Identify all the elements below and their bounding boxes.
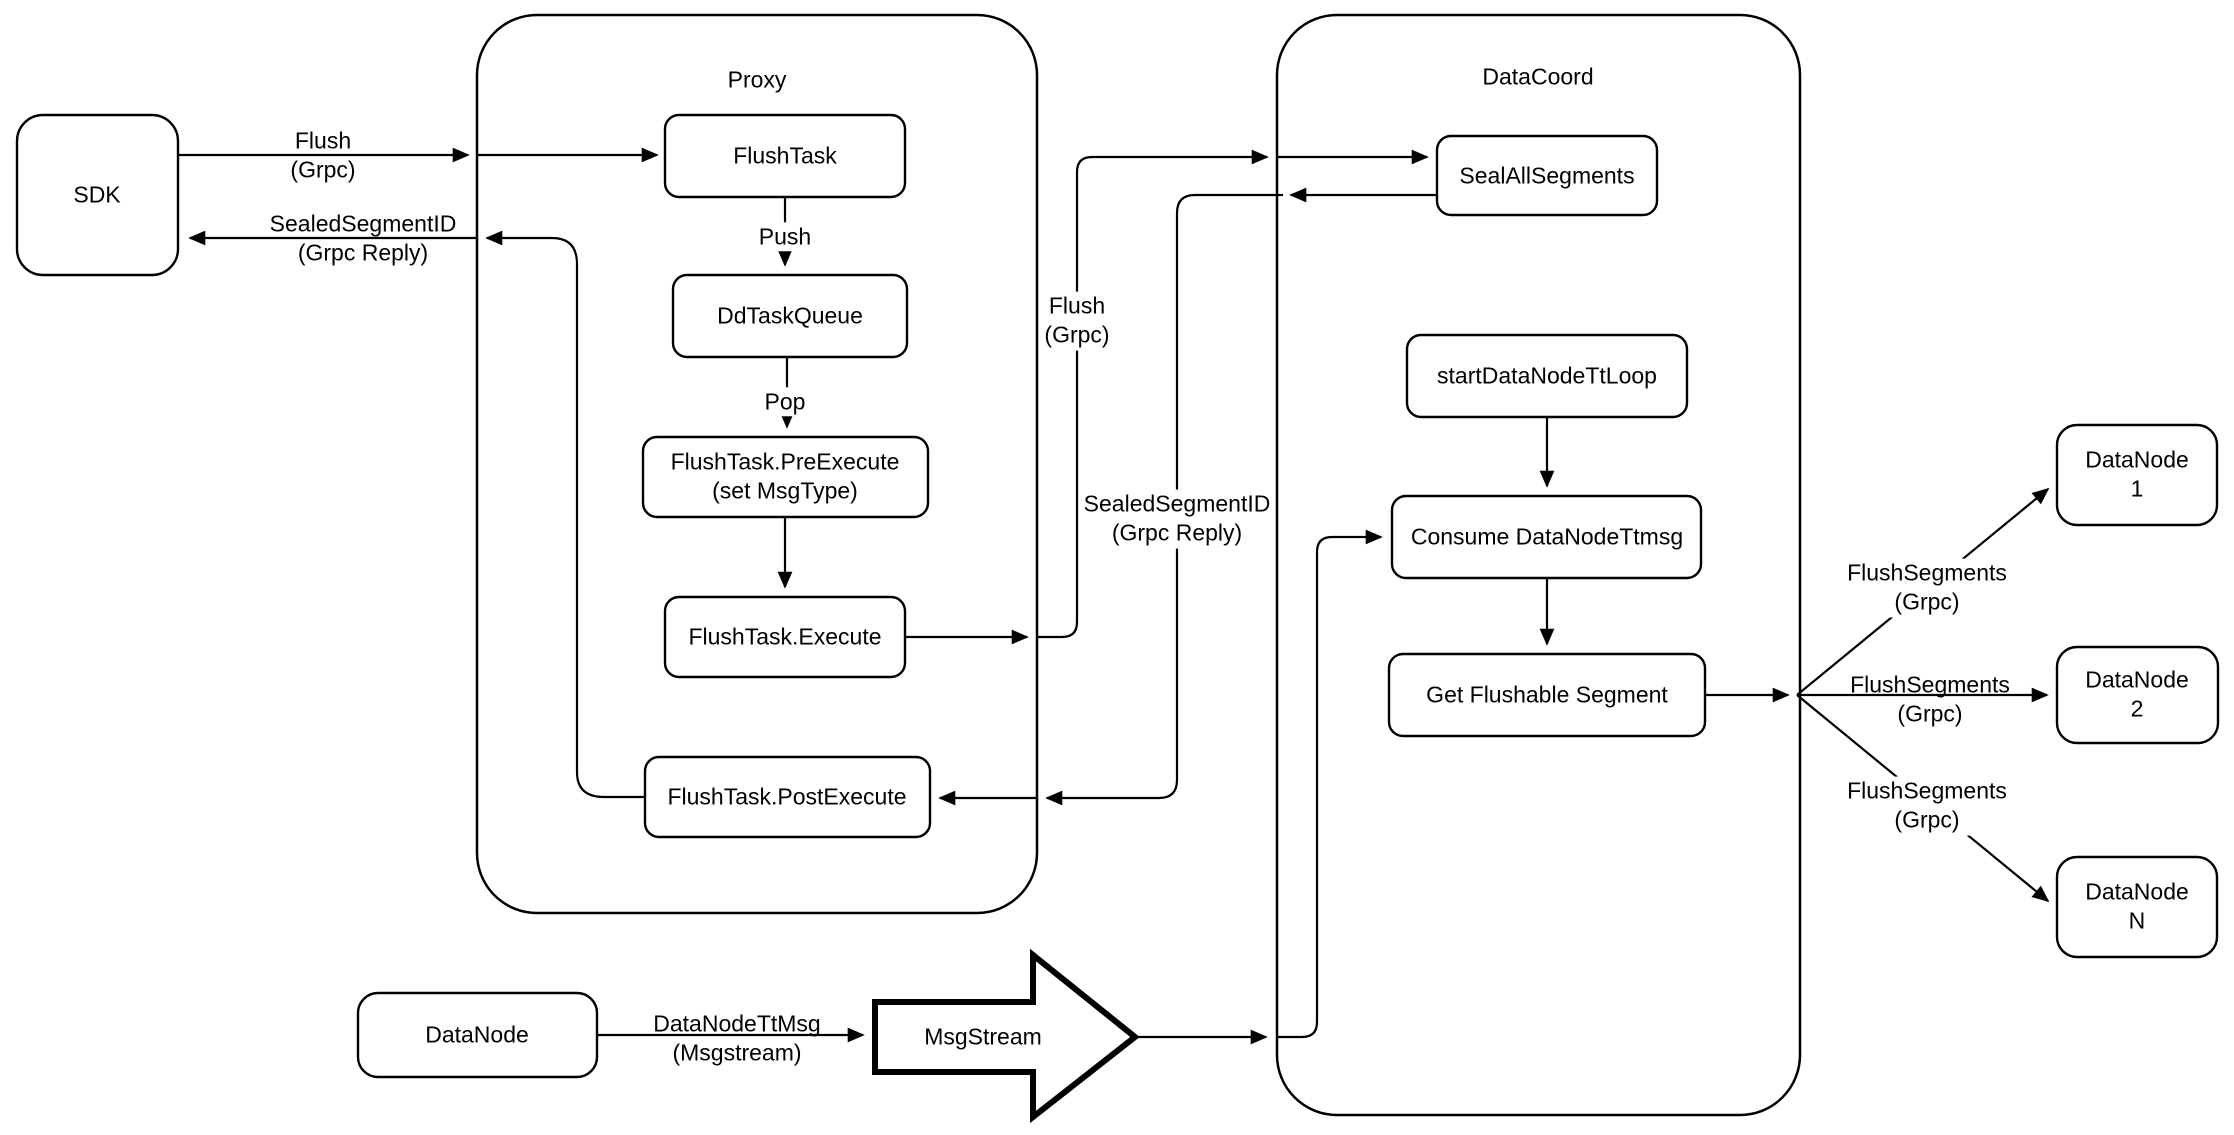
startdatanodettloop-node: [1405, 333, 1689, 419]
node-shapes: [15, 113, 2220, 1079]
datanode2-node: [2055, 645, 2220, 745]
execute-node: [663, 595, 907, 679]
preexecute-node: [641, 435, 930, 519]
msgstream-shape: [872, 948, 1140, 1124]
sdk-node: [15, 113, 180, 277]
datanode1-node: [2055, 423, 2219, 527]
get-flushable-segment-node: [1387, 652, 1707, 738]
sealallsegments-node: [1435, 134, 1659, 217]
postexecute-node: [643, 755, 932, 839]
consume-datanodettmsg-node: [1390, 494, 1703, 580]
datanode-node: [356, 991, 599, 1079]
ddtaskqueue-node: [671, 273, 909, 359]
flushtask-node: [663, 113, 907, 199]
datanoden-node: [2055, 855, 2219, 959]
